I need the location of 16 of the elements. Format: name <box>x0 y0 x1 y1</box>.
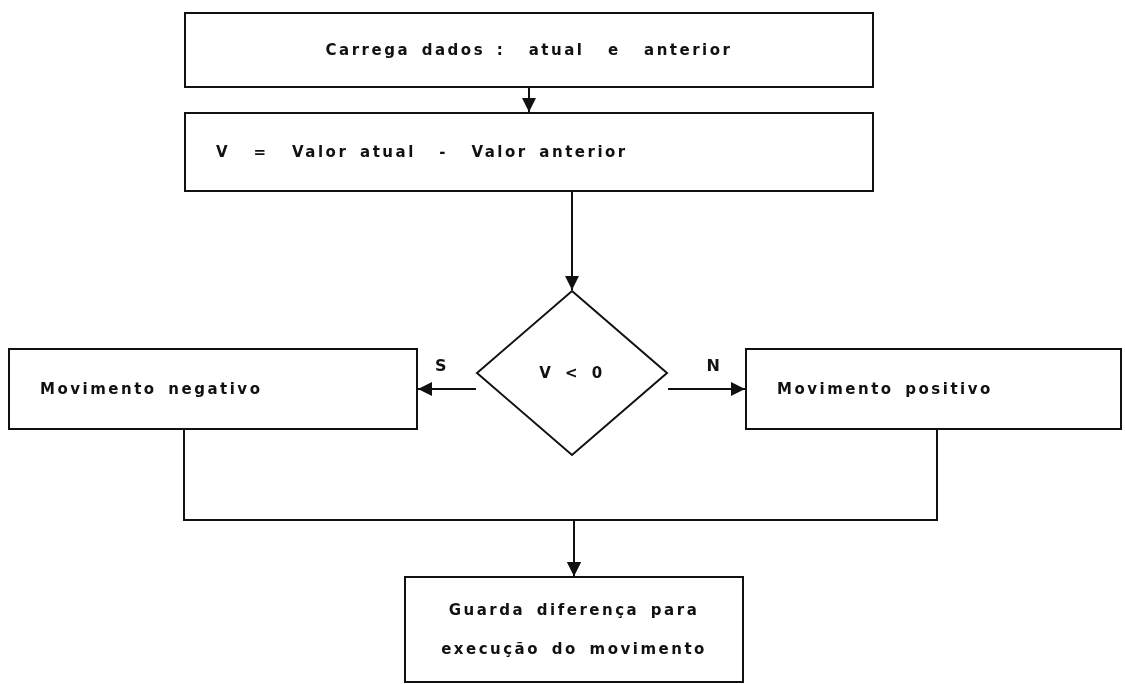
node-text: Movimento positivo <box>777 378 993 400</box>
arrow <box>667 382 746 396</box>
process-box <box>8 348 418 430</box>
node-text: V = Valor atual - Valor anterior <box>216 141 628 163</box>
process-box <box>184 12 874 88</box>
process-box <box>745 348 1122 430</box>
node-text: Carrega dados : atual e anterior <box>325 39 733 61</box>
process-box <box>404 576 744 683</box>
arrow <box>567 429 938 577</box>
node-text: Guarda diferença para execução do movimento <box>440 599 708 660</box>
arrow <box>417 382 477 396</box>
process-box <box>184 112 874 192</box>
arrow <box>565 191 579 291</box>
arrow <box>522 87 536 113</box>
node-text: Movimento negativo <box>40 378 263 400</box>
node-text: V < 0 <box>539 362 605 384</box>
